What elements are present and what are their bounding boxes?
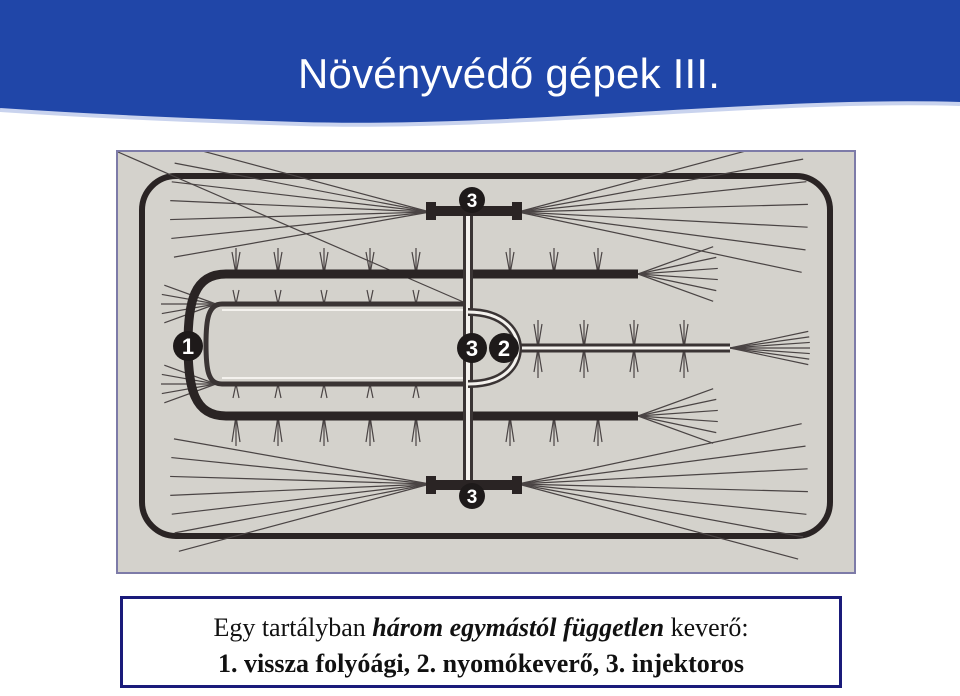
tank-mixer-diagram: 1 3 3 2 3: [116, 150, 856, 574]
caption-line-2: 1. vissza folyóági, 2. nyomókeverő, 3. i…: [218, 649, 744, 678]
marker-3-bottom: 3: [459, 483, 485, 509]
caption-line-1: Egy tartályban három egymástól független…: [123, 613, 839, 643]
svg-text:3: 3: [466, 336, 478, 361]
title-band: [0, 0, 960, 132]
tank-outline: [139, 173, 833, 539]
return-pipe-inner: [203, 301, 468, 387]
marker-1: 1: [173, 331, 203, 361]
marker-3-top: 3: [459, 187, 485, 213]
svg-text:2: 2: [498, 336, 510, 361]
slide-title: Növényvédő gépek III.: [298, 50, 721, 97]
caption-prefix: Egy tartályban: [213, 613, 373, 642]
caption-box: Egy tartályban három egymástól független…: [120, 596, 842, 688]
svg-text:3: 3: [467, 487, 478, 508]
svg-text:1: 1: [182, 334, 194, 359]
marker-3-center: 3: [457, 333, 487, 363]
svg-text:3: 3: [467, 191, 478, 212]
marker-2: 2: [489, 333, 519, 363]
caption-emphasis: három egymástól független: [372, 613, 665, 642]
caption-suffix: keverő:: [664, 613, 749, 642]
